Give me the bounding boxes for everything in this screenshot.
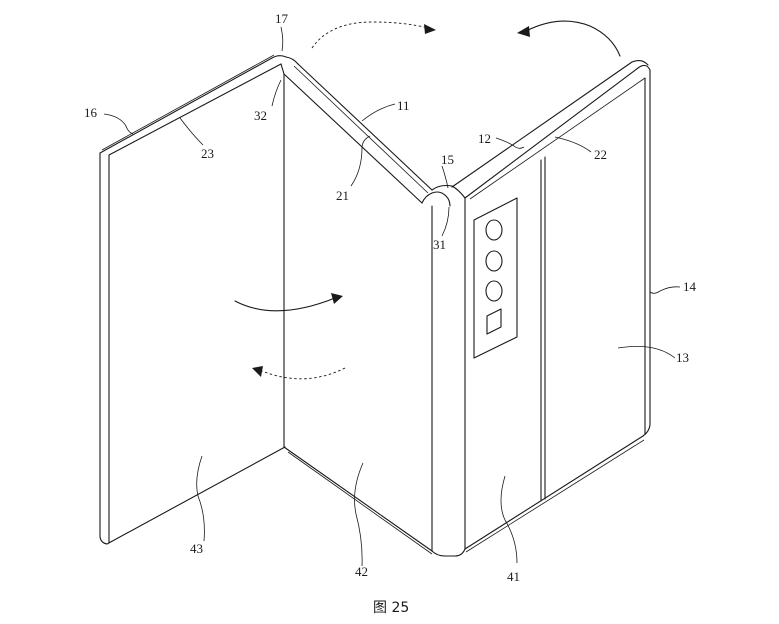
middle-panel-42 (283, 63, 433, 555)
label-17: 17 (275, 11, 289, 26)
label-14: 14 (683, 279, 697, 294)
label-13: 13 (676, 350, 689, 365)
label-16: 16 (84, 105, 98, 120)
lens-2 (485, 250, 503, 272)
right-panel-41 (451, 59, 651, 553)
flash-sensor (486, 308, 502, 335)
label-12: 12 (478, 131, 491, 146)
lens-3 (485, 280, 503, 302)
label-15: 15 (441, 152, 454, 167)
hinge-31 (421, 184, 466, 557)
figure-caption: 图 25 (373, 600, 409, 616)
label-32: 32 (254, 108, 267, 123)
leader-lines (103, 26, 681, 567)
camera-module (473, 197, 518, 359)
label-23: 23 (201, 146, 214, 161)
label-41: 41 (507, 569, 520, 584)
label-22: 22 (594, 147, 607, 162)
label-43: 43 (190, 541, 203, 556)
rotation-arrows (234, 20, 621, 380)
label-42: 42 (355, 564, 368, 579)
label-21: 21 (336, 188, 349, 203)
left-panel-43 (99, 54, 287, 545)
reference-numerals: 16 17 32 23 11 21 12 22 15 31 14 13 41 4… (84, 11, 697, 584)
label-31: 31 (433, 237, 446, 252)
lens-1 (485, 219, 503, 241)
label-11: 11 (397, 98, 410, 113)
hinge-32 (280, 56, 299, 448)
